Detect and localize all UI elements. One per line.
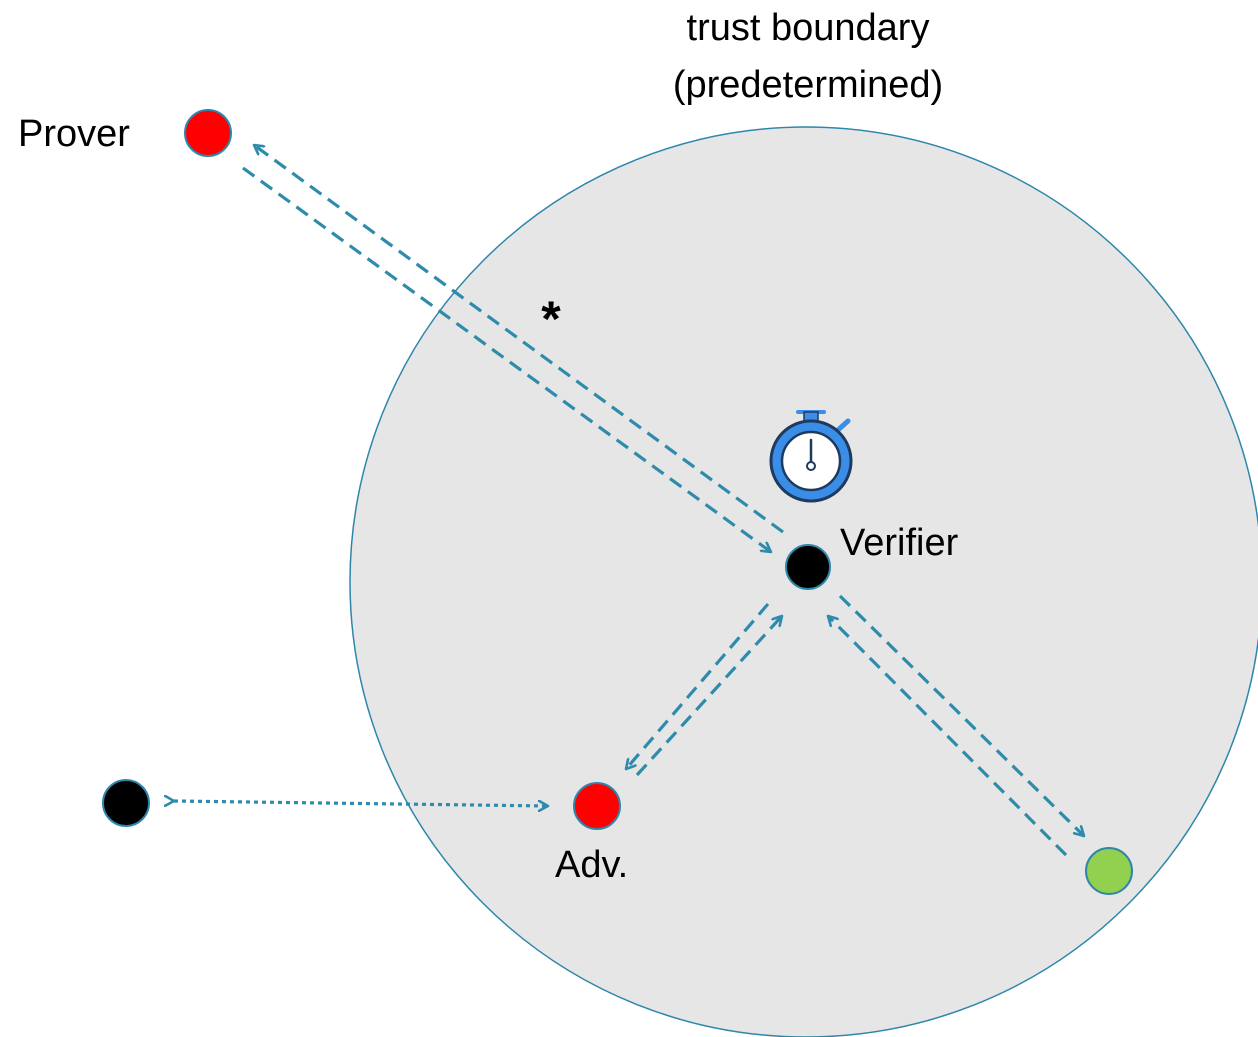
prover-label: Prover [18, 113, 130, 155]
stopwatch-icon [769, 410, 853, 503]
verifier-node [785, 544, 831, 590]
verifier-label: Verifier [840, 522, 959, 564]
prover-node [184, 109, 232, 157]
verifier-to-adversary-link [626, 602, 770, 769]
verifier-to-trusted-node-link [838, 594, 1084, 836]
adversary-to-verifier-link [635, 616, 782, 777]
adversary-label: Adv. [555, 844, 628, 886]
asterisk-annotation: * [541, 291, 561, 347]
adversary-node [573, 782, 621, 830]
trusted-node-to-verifier-link [828, 616, 1068, 857]
trusted-node [1085, 847, 1133, 895]
trust-boundary-label-line1: trust boundary [687, 7, 930, 49]
external-node-adversary-link [174, 801, 548, 806]
external-node [102, 779, 150, 827]
trust-boundary-label-line2: (predetermined) [673, 64, 943, 106]
